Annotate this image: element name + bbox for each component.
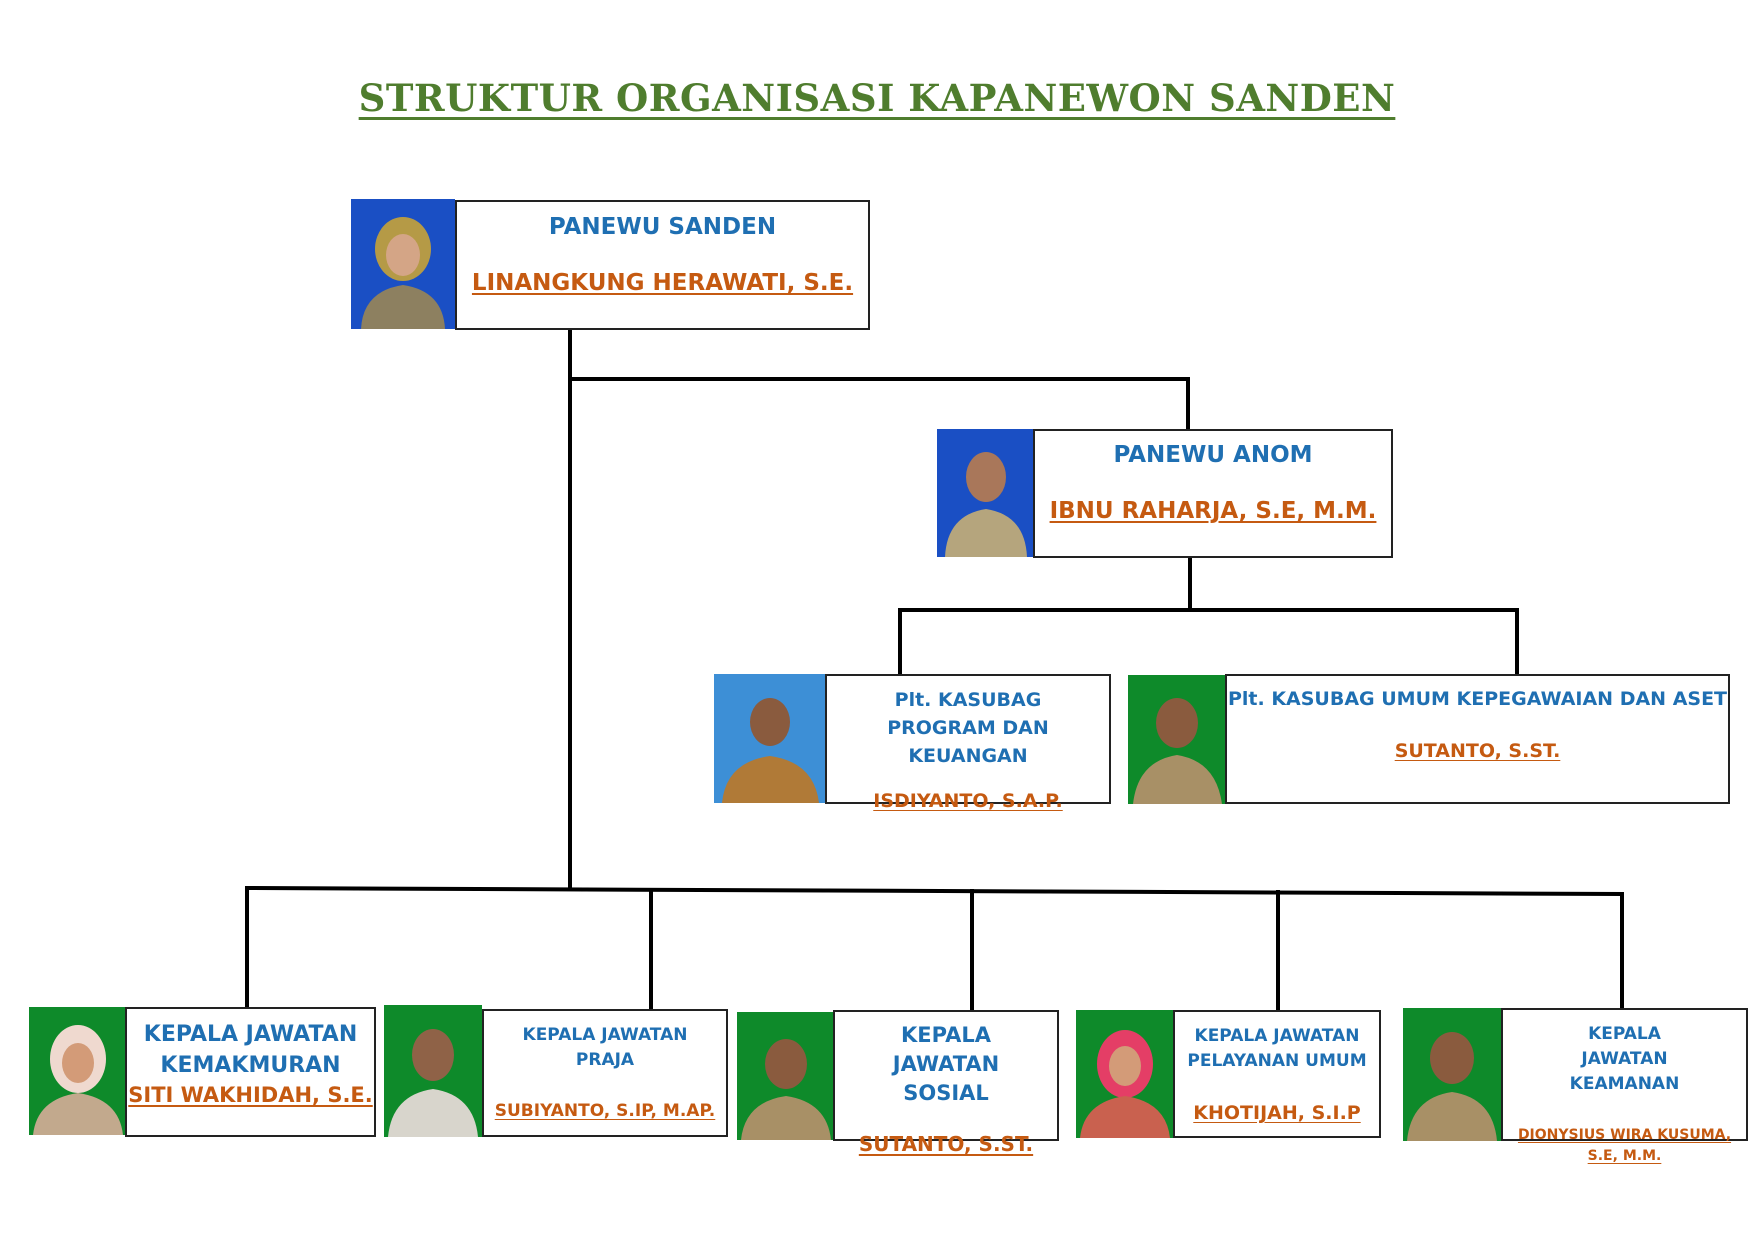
node-role: KEPALA JAWATAN PELAYANAN UMUM — [1187, 1026, 1367, 1071]
node-pelayanan: KEPALA JAWATAN PELAYANAN UMUM KHOTIJAH, … — [1173, 1010, 1381, 1138]
node-name: SUBIYANTO, S.IP, M.AP. — [494, 1101, 716, 1121]
female-official-photo-icon — [1076, 1010, 1174, 1138]
node-umum: Plt. KASUBAG UMUM KEPEGAWAIAN DAN ASET S… — [1225, 674, 1730, 804]
male-official-photo-icon — [714, 674, 827, 803]
panewu-photo — [351, 199, 455, 329]
node-panewu: PANEWU SANDEN LINANGKUNG HERAWATI, S.E. — [455, 200, 870, 330]
node-sosial: KEPALA JAWATAN SOSIAL SUTANTO, S.ST. — [833, 1010, 1059, 1156]
keamanan-photo — [1403, 1008, 1501, 1141]
node-role: KEPALA JAWATAN KEMAKMURAN — [143, 1022, 358, 1078]
node-role: PANEWU SANDEN — [548, 214, 777, 240]
anom-photo — [937, 429, 1035, 557]
node-program: Plt. KASUBAG PROGRAM DAN KEUANGAN ISDIYA… — [825, 674, 1111, 812]
node-role: KEPALA JAWATAN SOSIAL — [892, 1023, 1000, 1105]
node-kemakmuran: KEPALA JAWATAN KEMAKMURAN SITI WAKHIDAH,… — [125, 1007, 376, 1137]
node-role: Plt. KASUBAG PROGRAM DAN KEUANGAN — [887, 689, 1049, 767]
praja-photo — [384, 1005, 482, 1137]
node-name: SITI WAKHIDAH, S.E. — [128, 1083, 373, 1107]
node-role: PANEWU ANOM — [1113, 442, 1313, 468]
male-official-photo-icon — [1128, 675, 1226, 804]
node-keamanan: KEPALA JAWATAN KEAMANAN DIONYSIUS WIRA K… — [1501, 1008, 1748, 1164]
umum-photo — [1128, 675, 1226, 804]
bottom-h — [244, 885, 1625, 897]
female-official-photo-icon — [351, 199, 455, 329]
node-role: KEPALA JAWATAN KEAMANAN — [1569, 1024, 1680, 1094]
node-name: SUTANTO, S.ST. — [858, 1132, 1034, 1156]
male-official-photo-icon — [737, 1012, 835, 1140]
male-official-photo-icon — [384, 1005, 482, 1137]
node-praja: KEPALA JAWATAN PRAJA SUBIYANTO, S.IP, M.… — [482, 1009, 728, 1137]
node-name: SUTANTO, S.ST. — [1394, 740, 1561, 762]
male-official-photo-icon — [937, 429, 1035, 557]
program-photo — [714, 674, 827, 803]
chart-title: STRUKTUR ORGANISASI KAPANEWON SANDEN — [358, 76, 1396, 120]
node-anom: PANEWU ANOM IBNU RAHARJA, S.E, M.M. — [1033, 429, 1393, 558]
node-role: Plt. KASUBAG UMUM KEPEGAWAIAN DAN ASET — [1227, 688, 1728, 710]
sosial-photo — [737, 1012, 835, 1140]
node-name: ISDIYANTO, S.A.P. — [873, 790, 1063, 812]
kemakmuran-photo — [29, 1007, 127, 1135]
node-name: DIONYSIUS WIRA KUSUMA, S.E, M.M. — [1517, 1127, 1732, 1164]
pelayanan-photo — [1076, 1010, 1174, 1138]
node-name: KHOTIJAH, S.I.P — [1193, 1102, 1361, 1124]
female-official-photo-icon — [29, 1007, 127, 1135]
node-name: IBNU RAHARJA, S.E, M.M. — [1049, 498, 1377, 524]
male-official-photo-icon — [1403, 1008, 1501, 1141]
node-role: KEPALA JAWATAN PRAJA — [522, 1025, 688, 1070]
node-name: LINANGKUNG HERAWATI, S.E. — [471, 270, 854, 296]
